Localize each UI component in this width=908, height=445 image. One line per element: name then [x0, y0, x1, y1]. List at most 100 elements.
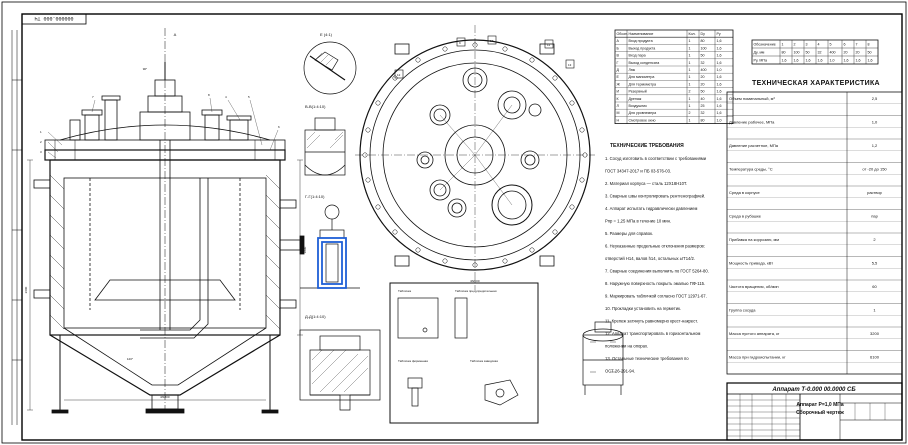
nozzle-table-cell: 32 [701, 61, 705, 65]
tech-char-value: 6100 [870, 355, 880, 360]
requirement-line: 1. Сосуд изготовить в соответствии с тре… [605, 156, 707, 161]
dim-height-shell: 1800 [303, 246, 307, 253]
svg-text:5: 5 [248, 95, 250, 99]
svg-text:10: 10 [490, 39, 494, 43]
tech-char-param: Масса пустого аппарата, кг [729, 331, 780, 336]
nozzle-table-cell: 1 [689, 118, 691, 122]
nozzle-table-cell: Воздушник [629, 104, 648, 108]
tech-char-value: раствор [867, 190, 883, 195]
top-stamp-box [21, 13, 87, 25]
top-view-callout-text: 9 10 11 12 13 [397, 39, 572, 77]
top-table-cell: 1,6 [844, 59, 849, 63]
nozzle-table-cell: 1,0 [717, 118, 722, 122]
requirement-line: 2. Материал корпуса — сталь 12Х18Н10Т. [605, 181, 687, 186]
requirement-line: 3. Сварные швы контролировать рентгеногр… [605, 194, 705, 199]
svg-text:3: 3 [40, 150, 42, 154]
dim-cone: 120° [127, 357, 134, 361]
nozzle-table-cell: 2 [689, 90, 691, 94]
top-table-cell: 20 [856, 51, 860, 55]
tech-char-param: Среда в корпусе [729, 190, 761, 195]
title-block [726, 382, 903, 441]
nozzle-table-cell: Для уровнемера [629, 111, 657, 115]
requirement-line: 13. Остальные технические требования по [605, 356, 689, 361]
nozzle-table-cell: Вход пара [629, 54, 646, 58]
nozzle-table-cell: 50 [701, 54, 705, 58]
dim-height-total: 2600 [24, 286, 28, 293]
nozzle-table-cell: Выход продукта [629, 46, 656, 50]
tech-char-value: 1,2 [872, 143, 878, 148]
nozzle-table-header: Обозн. [617, 32, 628, 36]
tech-char-param: Группа сосуда [729, 308, 756, 313]
inset-labels: Табличка Табличка предупредительная Табл… [398, 289, 498, 363]
requirement-line: ОСТ 26-291-94. [605, 369, 635, 374]
section-label-a: А [174, 32, 177, 37]
top-table-cell: 100 [794, 51, 800, 55]
tech-char-param: Мощность привода, кВт [729, 261, 773, 266]
top-table-cell: 1,6 [818, 59, 823, 63]
nozzle-table-cell: 40 [701, 97, 705, 101]
top-table-header: 5 [830, 43, 832, 47]
tech-char-value: пар [871, 214, 878, 219]
nozzle-table-cell: Для манометра [629, 75, 655, 79]
top-table-cell: 400 [830, 51, 836, 55]
nozzle-table-cell: 50 [701, 90, 705, 94]
svg-text:Табличка: Табличка [398, 289, 411, 293]
inner-frame [21, 13, 903, 441]
top-table-header: 7 [856, 43, 858, 47]
nozzle-table-cell: Д [617, 68, 620, 72]
nozzle-table-cell: 1 [689, 46, 691, 50]
nozzle-table-header: Dy [701, 32, 706, 36]
vessel-dimensions [27, 159, 303, 411]
requirement-line: 7. Сварные соединения выполнить по ГОСТ … [605, 269, 709, 274]
top-table-header: 8 [868, 43, 870, 47]
requirement-line: 11. Крепеж затянуть равномерно крест-нак… [605, 319, 698, 324]
tech-char-param: Частота вращения, об/мин [729, 284, 779, 289]
nozzle-table-cell: 1,6 [717, 75, 722, 79]
svg-text:4: 4 [225, 95, 227, 99]
requirement-line: 10. Прокладки установить на герметик. [605, 306, 681, 311]
top-table-cell: 1,6 [806, 59, 811, 63]
top-table-cell: Рy, МПа [754, 59, 768, 63]
tech-char-value: 1 [873, 308, 876, 313]
requirement-line: 5. Размеры для справок. [605, 231, 653, 236]
nozzle-table-cell: Л [617, 104, 620, 108]
top-table-cell: 32 [818, 51, 822, 55]
nozzle-table-cell: 20 [701, 75, 705, 79]
subtitle-line: Сборочный чертеж [796, 409, 844, 416]
nozzle-table-cell: И [617, 90, 620, 94]
nozzle-table-cell: К [617, 97, 620, 101]
section-label-v: В-В(1:4:10) [305, 104, 326, 109]
tech-char-param: Среда в рубашке [729, 214, 762, 219]
dim-diameter: Ø1800 [160, 395, 169, 399]
nozzle-table-cell: 1,6 [717, 90, 722, 94]
tech-char-value: 5,5 [872, 261, 878, 266]
top-table-cell: 1,6 [794, 59, 799, 63]
requirement-line: 4. Аппарат испытать гидравлически давлен… [605, 206, 698, 211]
svg-text:13: 13 [568, 63, 572, 67]
top-view-callouts [394, 35, 575, 79]
nozzle-table-cell: Смотровое окно [629, 118, 656, 122]
tech-char-value: 3200 [870, 331, 880, 336]
nozzle-table-cell: Выход конденсата [629, 61, 660, 65]
nozzle-table-cell: 1,6 [717, 61, 722, 65]
nozzle-table-cell: Г [617, 61, 619, 65]
nozzle-table-cell: 1 [689, 104, 691, 108]
tech-char-value: 1,0 [872, 120, 878, 125]
section-label-e: E (4:1) [320, 32, 333, 37]
svg-text:8: 8 [208, 93, 210, 97]
dim-flange-diameter: Ø2000 [470, 279, 479, 283]
requirements-text: 1. Сосуд изготовить в соответствии с тре… [605, 156, 709, 374]
nozzle-table-cell: 1,6 [717, 39, 722, 43]
nozzle-table-cell: Вход продукта [629, 39, 653, 43]
nozzle-table-cell: Е [617, 75, 620, 79]
detail-e [303, 41, 357, 95]
section-label-d: Д-Д(1:4:10) [305, 314, 326, 319]
requirement-line: 6. Неуказанные предельные отклонения раз… [605, 244, 705, 249]
nozzle-table-cell: 80 [701, 39, 705, 43]
nozzle-table-cell: Резервный [629, 90, 647, 94]
svg-text:11: 11 [547, 43, 550, 47]
